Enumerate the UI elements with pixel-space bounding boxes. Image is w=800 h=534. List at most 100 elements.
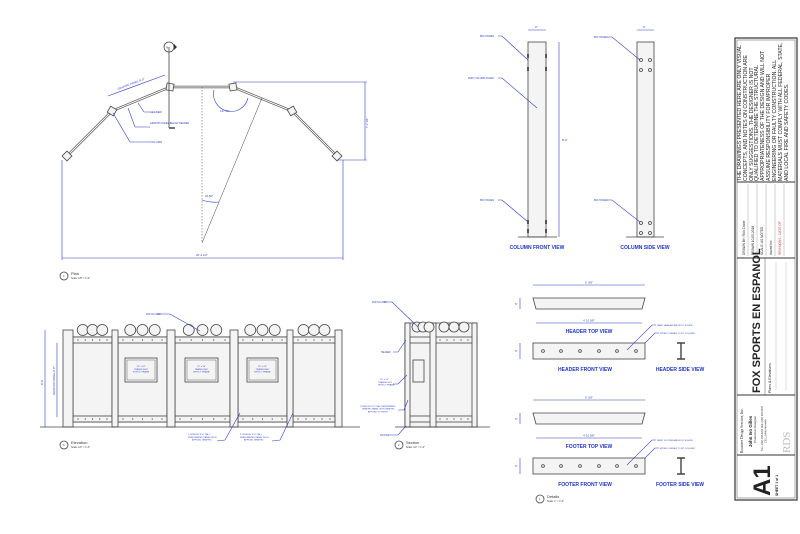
footer-front-shape	[532, 457, 646, 475]
bolt-plate	[527, 229, 529, 233]
footer-bolt	[242, 418, 244, 420]
section-header	[404, 336, 478, 344]
company-info: Rountree Design Services, Inc. John Ivo …	[740, 405, 768, 453]
par-lamp-icon	[124, 324, 137, 336]
footer-side-shape	[677, 457, 685, 475]
plan-view: N 137.50° 22.50° GRAPHIC PANEL 8'-0" HEA…	[59, 41, 369, 281]
par-lamp-icon	[148, 324, 161, 336]
par-lamp-icon	[297, 324, 310, 336]
perf-leader-1	[216, 412, 241, 442]
header-bolt	[99, 339, 101, 341]
header-bolt	[106, 339, 108, 341]
header-bolt	[252, 339, 254, 341]
bolt-hole	[597, 349, 601, 353]
bolt-hole	[648, 58, 652, 62]
par-lamp-icon	[448, 321, 460, 333]
graphic-panel-below-label: GRAPHIC PANEL BELOW HEADER	[150, 122, 189, 125]
footer-bolt	[313, 418, 315, 420]
section-lamp-leader	[384, 301, 419, 328]
bolt-hole	[648, 221, 652, 225]
par-lamp-icon	[438, 321, 450, 333]
drawing-info: DRAWN BY: Rick Crane DRAWN 10-05-2018 SC…	[742, 184, 785, 256]
footer-bolt	[305, 418, 307, 420]
bolt-plate	[545, 220, 547, 224]
footer-depth-dim-label: 6"	[515, 417, 518, 421]
translight-label-line: 22" x 24"	[197, 366, 206, 368]
header-height-dim-label: 9"	[515, 349, 518, 353]
translight-label-line: WITH 2" FRAME	[133, 371, 150, 374]
svg-text:2: 2	[398, 444, 400, 447]
side-bolt-leader-bottom	[608, 199, 641, 223]
header-bolt	[329, 339, 331, 341]
footer-bolt	[132, 418, 134, 420]
header-top-dim-label: 5' 3/8"	[585, 281, 593, 285]
plan-column	[106, 105, 118, 117]
section-header-leader	[393, 339, 407, 353]
par-lamp-icon	[458, 321, 470, 333]
bolt	[460, 418, 462, 420]
disclaimer-text: THE DRAWINGS PRESENTED HERE ARE ONLY VIS…	[737, 41, 794, 181]
bolt	[460, 339, 462, 341]
section-footer-label: FOOTER	[380, 435, 390, 437]
contact-cell: CELL: (###) ###-####	[765, 419, 768, 443]
translight	[126, 359, 156, 381]
footer-front-title: FOOTER FRONT VIEW	[558, 482, 612, 488]
graphic-panel-dim	[107, 74, 166, 97]
footer-bolt	[84, 418, 86, 420]
angle-outer-label: 137.50°	[220, 109, 230, 113]
footer-bolt	[281, 418, 283, 420]
paint-label: PAINT COLUMN SILVER	[468, 77, 494, 80]
section-column	[404, 322, 411, 428]
header-leader	[137, 102, 150, 113]
section-scale: Scale: 1/2" = 1'-0"	[406, 446, 425, 449]
translight	[186, 359, 217, 381]
section-structure	[404, 321, 478, 428]
header-bolt	[141, 339, 144, 341]
translight-frame	[246, 357, 279, 383]
column-side	[636, 41, 655, 238]
footer-bolt	[261, 418, 264, 420]
bolt-leader-bottom	[498, 199, 529, 223]
footer-bolt	[201, 418, 204, 420]
header-bolt	[321, 339, 323, 341]
bolt	[446, 418, 448, 420]
bolt-plate	[527, 54, 529, 58]
plan-columns	[61, 82, 343, 162]
header-top-title: HEADER TOP VIEW	[566, 329, 613, 335]
header-bolt	[77, 339, 79, 341]
footer-note1: PAINT FOOTER AND BOLT SILVER	[657, 439, 693, 442]
header-bolt	[151, 339, 153, 341]
revisions: REVISIONS - DATE OF	[778, 221, 782, 255]
footer-bottom-dim-label: 4' 10 5/8"	[583, 434, 595, 438]
plan-column	[228, 82, 238, 92]
column-side-width-label: 9"	[643, 25, 646, 29]
footer-bolt	[252, 418, 254, 420]
perf-leader-2	[271, 412, 294, 442]
plan-scale: Scale: 1/8" = 1'-0"	[71, 277, 90, 280]
bolt-hole	[559, 464, 563, 468]
par-lamp-icon	[318, 324, 331, 336]
header-front-shape	[532, 342, 646, 360]
bolt-hole	[597, 464, 601, 468]
graphic-panel	[72, 336, 113, 423]
section-header-label: HEADER	[381, 351, 391, 354]
column-front-width-label: 9"	[535, 25, 538, 29]
graphic-panel-leader	[127, 107, 150, 128]
header-bolt	[224, 339, 226, 341]
bolt-plate	[527, 67, 529, 71]
plan-title: Plan	[71, 271, 79, 276]
header-bolt	[305, 339, 307, 341]
details-title: Details	[547, 494, 559, 499]
north-label: N	[166, 46, 168, 50]
column-front-title: COLUMN FRONT VIEW	[510, 245, 565, 251]
footer-bolt	[297, 418, 299, 420]
bolt	[453, 418, 455, 420]
header-bolt	[201, 339, 204, 341]
translight-label-line: WITH 2" FRAME	[193, 371, 210, 374]
angle-arc-outer	[213, 89, 249, 112]
section-translight-leader	[393, 374, 408, 385]
